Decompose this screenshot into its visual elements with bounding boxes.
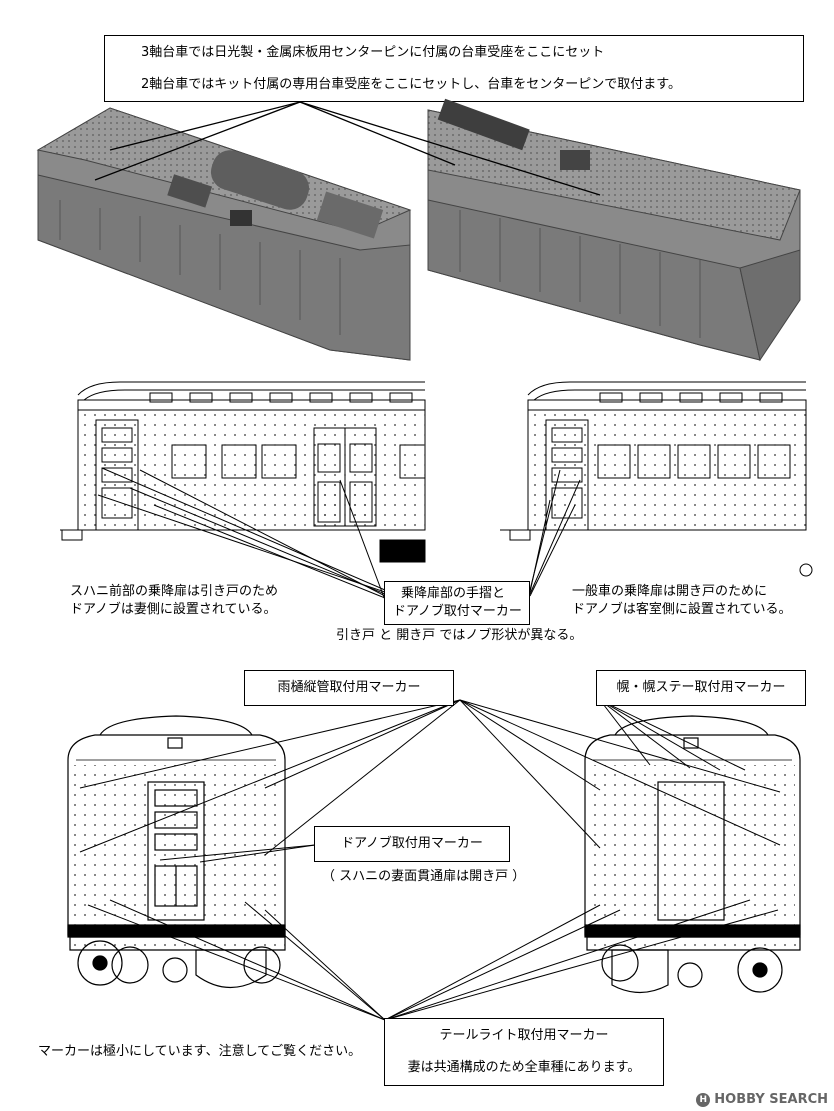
hood-marker-box: 幌・幌ステー取付用マーカー: [596, 670, 806, 706]
taillight-line2: 妻は共通構成のため全車種にあります。: [407, 1060, 641, 1075]
door-marker-box: 乗降扉部の手摺と ドアノブ取付マーカー: [384, 581, 530, 625]
top-leaders: [94, 101, 601, 196]
render-right: [427, 98, 801, 362]
right-door-caption-2: ドアノブは客室側に設置されている。: [572, 602, 792, 617]
gutter-marker-label: 雨樋縦管取付用マーカー: [277, 680, 421, 695]
hobby-search-watermark: H HOBBY SEARCH: [696, 1092, 828, 1107]
side-leaders: [97, 467, 581, 601]
right-door-caption-1: 一般車の乗降扉は開き戸のために: [572, 584, 768, 599]
gutter-marker-box: 雨樋縦管取付用マーカー: [244, 670, 454, 706]
door-marker-line1: 乗降扉部の手摺と: [401, 586, 506, 601]
door-marker-line2: ドアノブ取付マーカー: [393, 604, 522, 619]
left-door-caption-1: スハニ前部の乗降扉は引き戸のため: [70, 584, 279, 599]
taillight-marker-box: テールライト取付用マーカー 妻は共通構成のため全車種にあります。: [384, 1018, 664, 1086]
knob-shape-note: 引き戸 と 開き戸 ではノブ形状が異なる。: [336, 628, 583, 643]
hobby-search-logo-icon: H: [696, 1092, 711, 1107]
doorknob-note: （ スハニの妻面貫通扉は開き戸 ）: [322, 869, 526, 884]
end-view-left: [67, 715, 286, 988]
left-door-caption-2: ドアノブは妻側に設置されている。: [70, 602, 277, 617]
end-view-right: [584, 715, 801, 994]
end-leaders: [79, 699, 781, 1021]
watermark-text: HOBBY SEARCH: [714, 1092, 828, 1107]
doorknob-marker-label: ドアノブ取付用マーカー: [341, 836, 483, 851]
side-view-right: [500, 381, 813, 577]
top-note-line2: 2軸台車ではキット付属の専用台車受座をここにセットし、台車をセンターピンで取付ま…: [141, 77, 681, 92]
top-note-box: 3軸台車では日光製・金属床板用センターピンに付属の台車受座をここにセット 2軸台…: [104, 35, 804, 102]
side-view-left: [60, 381, 426, 563]
marker-size-note: マーカーは極小にしています、注意してご覧ください。: [38, 1044, 362, 1059]
doorknob-marker-box: ドアノブ取付用マーカー: [314, 826, 510, 862]
taillight-line1: テールライト取付用マーカー: [439, 1028, 609, 1043]
hood-marker-label: 幌・幌ステー取付用マーカー: [616, 680, 786, 695]
top-note-line1: 3軸台車では日光製・金属床板用センターピンに付属の台車受座をここにセット: [141, 45, 605, 60]
render-left: [36, 107, 412, 361]
